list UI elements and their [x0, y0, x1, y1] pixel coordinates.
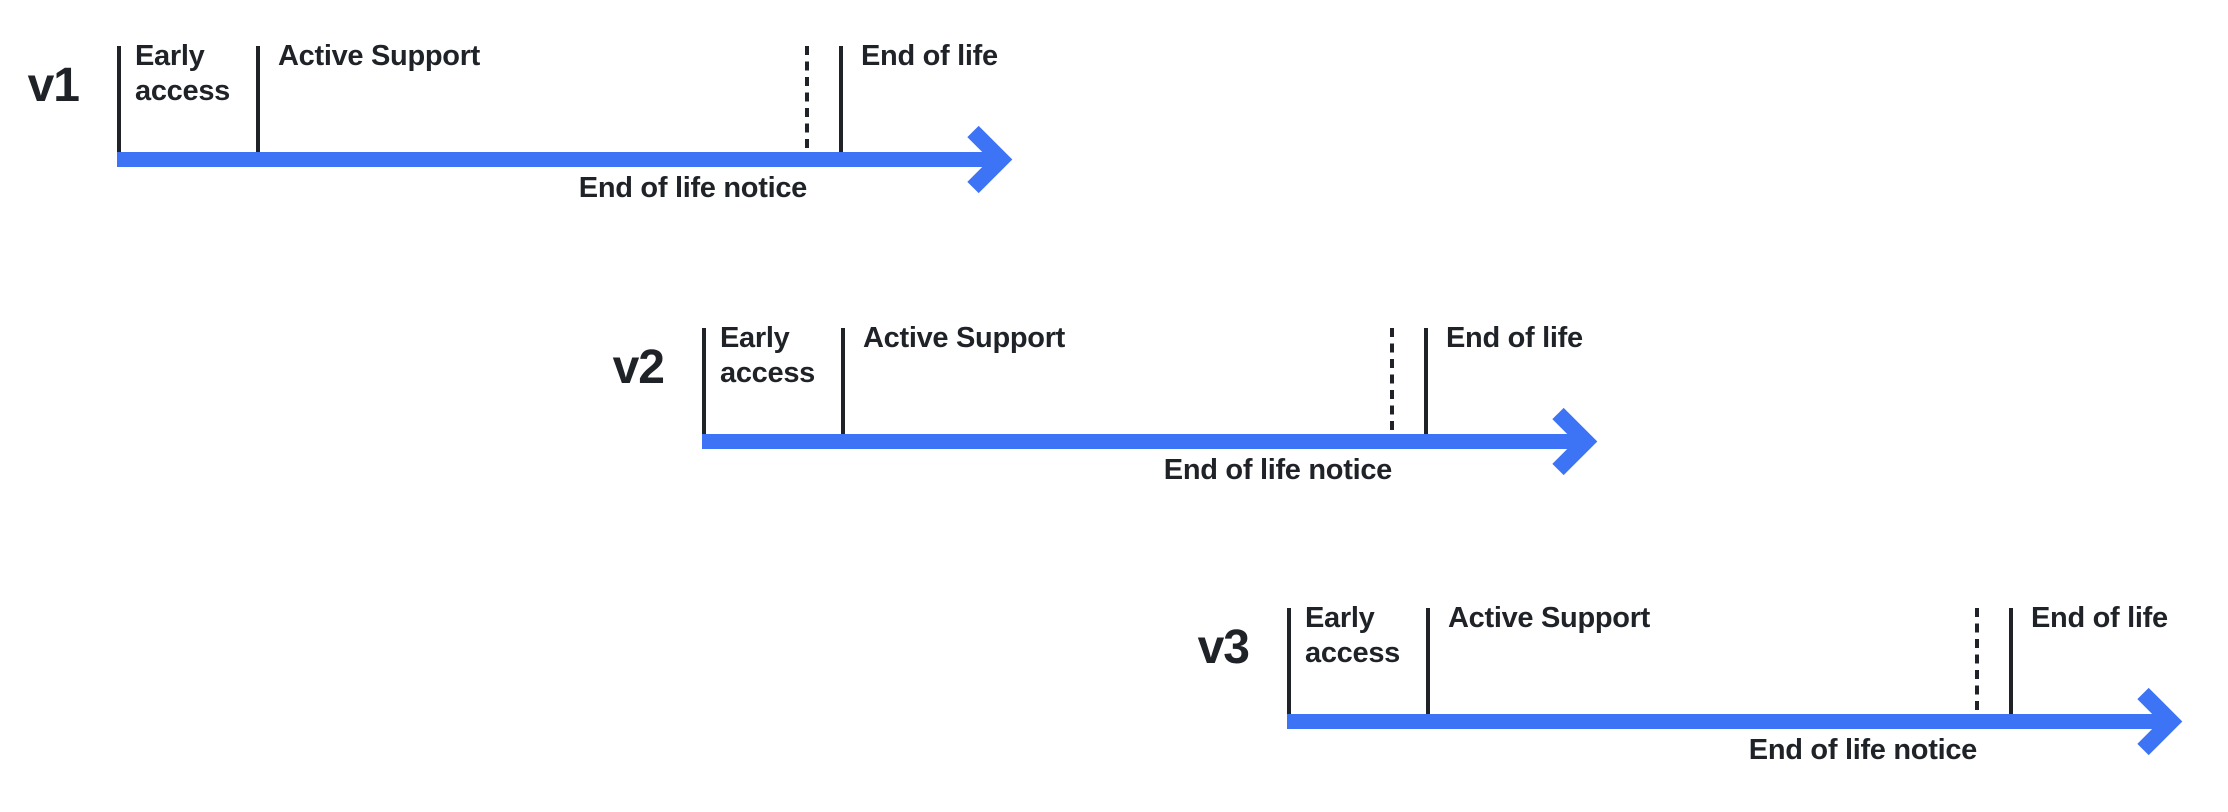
- early-access-label: Early access: [720, 322, 815, 389]
- end-of-life-label: End of life: [861, 40, 998, 72]
- timeline-row-v3: v3 Early access Active Support End of li…: [1198, 602, 2228, 783]
- version-label: v1: [27, 59, 80, 112]
- timeline-axis-svg: [117, 46, 1013, 194]
- version-label: v2: [612, 341, 665, 394]
- arrowhead-icon: [2137, 687, 2183, 756]
- timeline-row-v1: v1 Early access Active Support End of li…: [28, 40, 1077, 221]
- end-of-life-notice-label: End of life notice: [1748, 734, 1978, 766]
- version-label: v3: [1197, 621, 1250, 674]
- active-support-label: Active Support: [863, 322, 1066, 354]
- active-support-label: Active Support: [278, 40, 481, 72]
- timeline-axis-svg: [1287, 608, 2183, 756]
- end-of-life-notice-label: End of life notice: [578, 172, 808, 204]
- arrowhead-icon: [967, 125, 1013, 194]
- end-of-life-label: End of life: [1446, 322, 1583, 354]
- end-of-life-label: End of life: [2031, 602, 2168, 634]
- early-access-label: Early access: [135, 40, 230, 107]
- active-support-label: Active Support: [1448, 602, 1651, 634]
- early-access-label: Early access: [1305, 602, 1400, 669]
- end-of-life-notice-label: End of life notice: [1163, 454, 1393, 486]
- timeline-axis-svg: [702, 328, 1598, 476]
- arrowhead-icon: [1552, 407, 1598, 476]
- timeline-row-v2: v2 Early access Active Support End of li…: [613, 322, 1662, 503]
